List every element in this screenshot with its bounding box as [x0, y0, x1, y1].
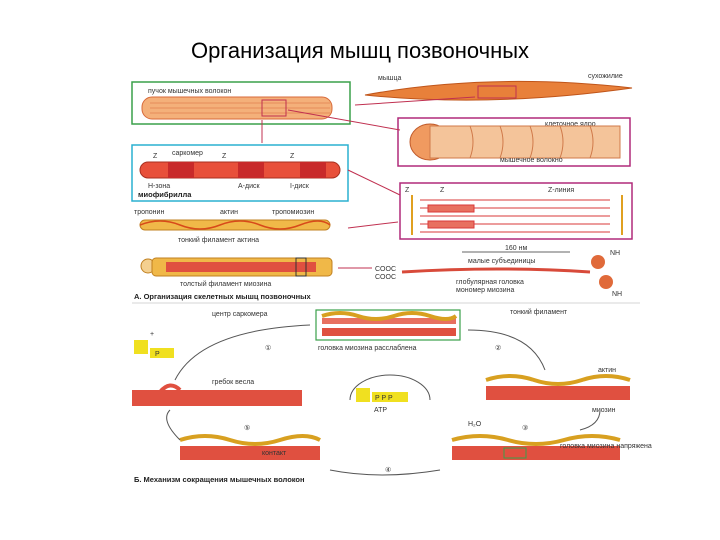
fiber-label: мышечное волокно [500, 157, 563, 164]
state-stroke [132, 383, 302, 406]
thin-filament-illustration [139, 219, 331, 231]
fiber-box [397, 117, 631, 167]
step-1: ① [265, 344, 271, 352]
nh2-bottom-label: NH [612, 291, 622, 298]
a-disk-label: A-диск [238, 183, 260, 190]
h-zone-label: H-зона [148, 183, 170, 190]
contact-label: контакт [262, 450, 287, 457]
cycle-arrows [166, 324, 601, 476]
step-4: ④ [385, 466, 391, 474]
step-2: ② [495, 344, 501, 352]
actin-label: актин [220, 209, 238, 216]
actin-b-label: актин [598, 367, 616, 374]
subunits-label: малые субъединицы [468, 257, 535, 265]
power-stroke-label: гребок весла [212, 378, 254, 386]
myofibril-illustration [139, 161, 341, 179]
myofibril-box [131, 144, 349, 202]
sarcomere-center-label: центр саркомера [212, 311, 268, 318]
head-tensed-label: головка миозина напряжена [560, 443, 652, 450]
z-label-mid: Z [440, 187, 445, 194]
atp-label: ATP [374, 407, 387, 414]
head-relaxed-label: головка миозина расслаблена [318, 344, 417, 352]
cycle-arrow [349, 374, 431, 401]
thick-filament-illustration [140, 257, 333, 277]
slide-title: Организация мышц позвоночных [190, 38, 530, 63]
myosin-monomer-label: мономер миозина [456, 287, 515, 294]
tropomyosin-label: тропомиозин [272, 209, 314, 216]
bundle-box [131, 81, 351, 125]
z-left: Z [153, 153, 158, 160]
sarcomere-label: саркомер [172, 150, 203, 157]
fiber-illustration [409, 123, 621, 161]
state-contact [179, 434, 321, 460]
tendon-label: сухожилие [588, 73, 623, 80]
bundle-label: пучок мышечных волокон [148, 88, 231, 95]
sarcomere-box [399, 182, 633, 240]
step-5: ⑤ [244, 424, 250, 432]
myosin-monomer-illustration [401, 255, 613, 289]
panel-b-caption: Б. Механизм сокращения мышечных волокон [134, 475, 305, 484]
plus-label: + [150, 331, 154, 338]
z-label-left: Z [405, 187, 410, 194]
thin-filament-b-label: тонкий филамент [510, 308, 568, 316]
muscle-label: мышца [378, 75, 401, 82]
thick-filament-label: толстый филамент миозина [180, 280, 271, 288]
h2o-label: H₂O [468, 421, 482, 428]
scale-label: 160 нм [505, 245, 527, 252]
nucleus-label: клеточное ядро [545, 121, 596, 128]
z-mid: Z [222, 153, 227, 160]
panel-a-connectors [261, 96, 476, 269]
thin-filament-label: тонкий филамент актина [178, 236, 259, 244]
state-binding [485, 374, 631, 400]
state-relaxed [315, 309, 461, 341]
step-3: ③ [522, 424, 528, 432]
z-right: Z [290, 153, 295, 160]
pi-label: P [155, 351, 160, 358]
i-disk-label: I-диск [290, 183, 310, 190]
z-line-label: Z-линия [548, 187, 574, 194]
bundle-illustration [141, 96, 333, 120]
sarcomere-illustration [411, 195, 623, 235]
panel-a-caption: А. Организация скелетных мышц позвоночны… [134, 292, 312, 301]
cooc-label-2: COOC [375, 274, 396, 281]
troponin-label: тропонин [134, 209, 164, 216]
cooc-label-1: COOC [375, 266, 396, 273]
nh2-top-label: NH [610, 250, 620, 257]
muscle-illustration [364, 80, 633, 101]
atp-chip [356, 388, 408, 402]
atp-chip-label: P P P [375, 395, 393, 402]
myosin-b-label: миозин [592, 407, 616, 414]
myofibril-label: миофибрилла [138, 190, 192, 199]
globular-head-label: глобулярная головка [456, 278, 524, 286]
adp-chip [134, 340, 174, 358]
state-tensed [451, 434, 621, 460]
